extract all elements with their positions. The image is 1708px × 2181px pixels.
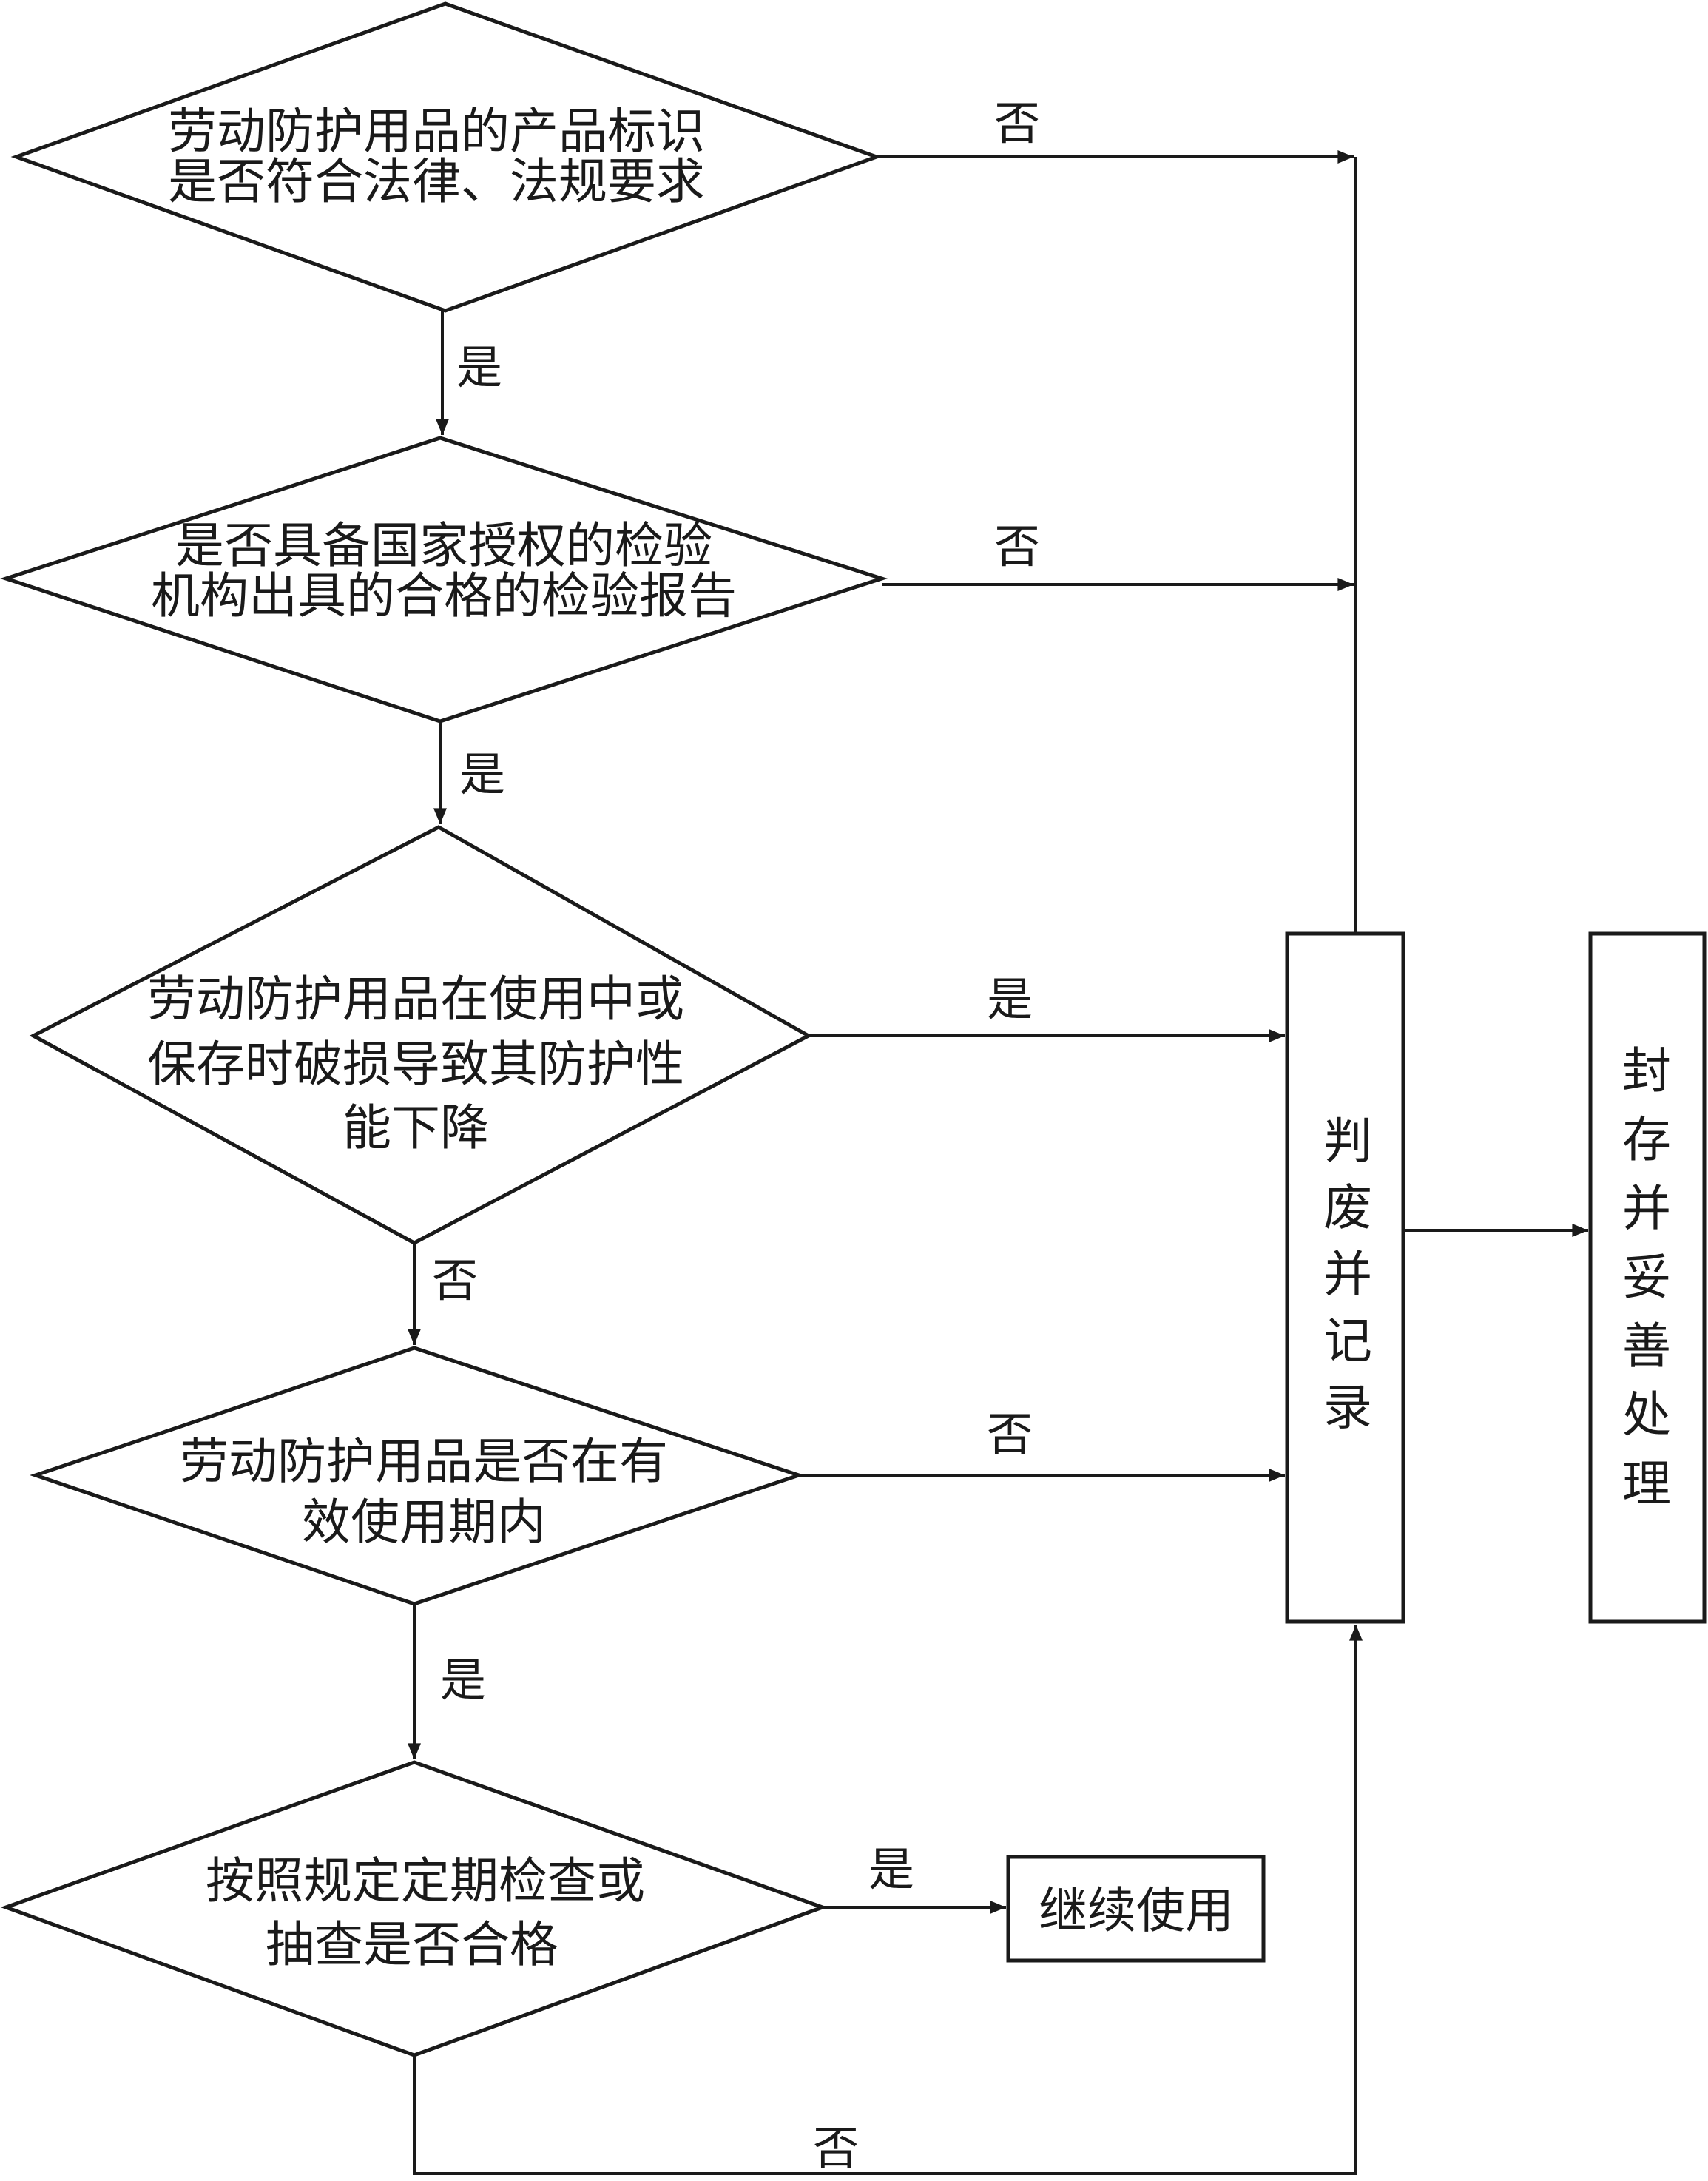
scrap-char-4: 记 bbox=[1323, 1312, 1372, 1369]
edge-label-d4-no: 否 bbox=[987, 1407, 1033, 1461]
d5-line-1: 按照规定定期检查或 bbox=[206, 1853, 645, 1909]
box-scrap-and-record bbox=[1285, 931, 1405, 1624]
d2-line-2: 机构出具的合格的检验报告 bbox=[151, 567, 737, 624]
edge-label-d2-yes: 是 bbox=[459, 747, 505, 801]
edge-label-d4-yes: 是 bbox=[440, 1653, 486, 1707]
seal-char-6: 处 bbox=[1622, 1386, 1671, 1443]
scrap-char-5: 录 bbox=[1323, 1379, 1372, 1436]
d5-line-2: 抽查是否合格 bbox=[266, 1916, 558, 1973]
edge-label-d3-no: 否 bbox=[432, 1253, 478, 1307]
edge-label-d1-no: 否 bbox=[994, 96, 1040, 150]
scrap-char-1: 判 bbox=[1323, 1113, 1372, 1170]
box-seal-and-dispose bbox=[1588, 931, 1707, 1624]
seal-char-4: 妥 bbox=[1622, 1249, 1671, 1306]
seal-char-1: 封 bbox=[1622, 1042, 1671, 1099]
d3-line-3: 能下降 bbox=[342, 1099, 489, 1156]
decision-product-label bbox=[10, 1, 882, 313]
d4-line-2: 效使用期内 bbox=[302, 1494, 546, 1551]
edge-d5-no bbox=[413, 1625, 1363, 2175]
seal-char-3: 并 bbox=[1622, 1180, 1671, 1237]
seal-char-2: 存 bbox=[1622, 1111, 1671, 1168]
scrap-char-2: 废 bbox=[1323, 1179, 1372, 1236]
d4-line-1: 劳动防护用品是否在有 bbox=[180, 1433, 668, 1490]
continue-use-label: 继续使用 bbox=[1039, 1882, 1234, 1939]
d2-line-1: 是否具备国家授权的检验 bbox=[175, 517, 712, 574]
edge-label-d1-yes: 是 bbox=[456, 340, 502, 394]
d3-line-2: 保存时破损导致其防护性 bbox=[147, 1036, 684, 1093]
seal-char-7: 理 bbox=[1622, 1455, 1671, 1512]
d1-line-2: 是否符合法律、法规要求 bbox=[168, 153, 705, 210]
box-continue-use bbox=[1006, 1855, 1266, 1963]
scrap-char-3: 并 bbox=[1323, 1246, 1372, 1303]
decision-damage bbox=[29, 825, 813, 1245]
edge-label-d5-yes: 是 bbox=[868, 1842, 914, 1896]
d3-line-1: 劳动防护用品在使用中或 bbox=[147, 971, 684, 1028]
edge-label-d2-no: 否 bbox=[994, 519, 1040, 573]
edge-label-d5-no: 否 bbox=[813, 2121, 859, 2175]
d1-line-1: 劳动防护用品的产品标识 bbox=[168, 103, 705, 160]
edge-label-d3-yes: 是 bbox=[987, 972, 1033, 1026]
seal-char-5: 善 bbox=[1622, 1318, 1671, 1375]
